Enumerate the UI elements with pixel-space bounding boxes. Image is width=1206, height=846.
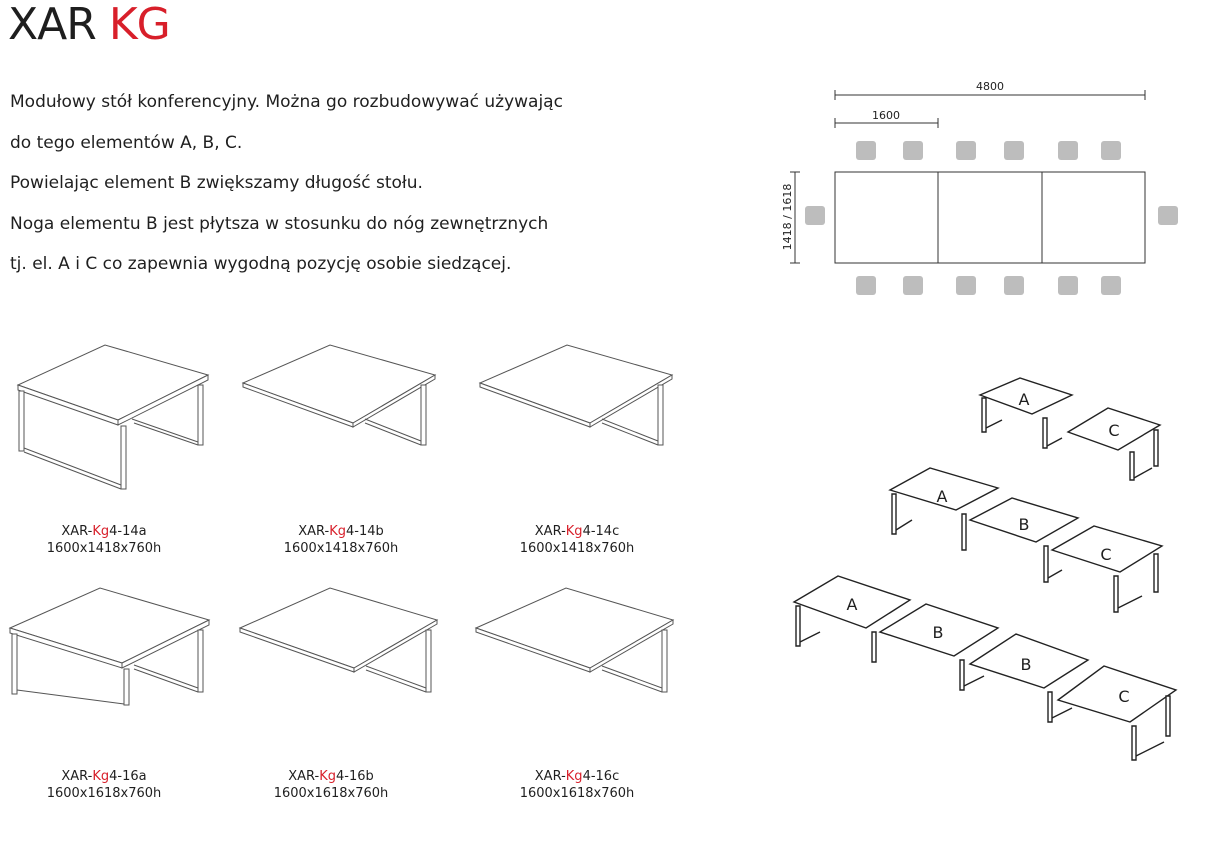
dimension-depth-label: 1418 / 1618 <box>781 184 794 251</box>
module-b-config2 <box>968 497 1080 583</box>
product-dimensions: 1600x1418x760h <box>283 541 399 556</box>
chair-seat <box>1058 276 1078 295</box>
product-code: XAR-Kg4-14b <box>298 524 384 539</box>
chair-seat <box>1004 276 1024 295</box>
module-b-config3 <box>878 603 1000 691</box>
description-line: tj. el. A i C co zapewnia wygodną pozycj… <box>10 254 512 274</box>
product-code: XAR-Kg4-16b <box>288 769 374 784</box>
product-drawing-a-16 <box>8 587 211 706</box>
module-label-c: C <box>1100 545 1111 564</box>
product-dimensions: 1600x1618x760h <box>519 786 635 801</box>
module-a-config1 <box>978 377 1074 449</box>
product-dimensions: 1600x1418x760h <box>519 541 635 556</box>
title-prefix: XAR <box>8 0 97 50</box>
dimension-module-label: 1600 <box>872 109 900 122</box>
module-label-a: A <box>847 595 858 614</box>
module-label-c: C <box>1118 687 1129 706</box>
module-a-config3 <box>792 575 912 663</box>
product-drawing-a-14 <box>16 344 210 490</box>
chair-seat <box>1004 141 1024 160</box>
product-dimensions: 1600x1618x760h <box>46 786 162 801</box>
module-c-config1 <box>1066 407 1162 481</box>
product-drawing-b-16 <box>238 587 439 693</box>
module-label-a: A <box>1019 390 1030 409</box>
module-label-c: C <box>1108 421 1119 440</box>
description-line: Powielając element B zwiększamy długość … <box>10 173 423 193</box>
module-label-b: B <box>933 623 944 642</box>
product-caption-14c: XAR-Kg4-14c 1600x1418x760h <box>477 523 677 557</box>
page-title: XAR KG <box>8 0 171 50</box>
module-label-b: B <box>1021 655 1032 674</box>
product-drawing-c-14 <box>478 344 674 446</box>
product-dimensions: 1600x1418x760h <box>46 541 162 556</box>
module-label-a: A <box>937 487 948 506</box>
product-drawing-c-16 <box>474 587 675 693</box>
product-caption-16b: XAR-Kg4-16b 1600x1618x760h <box>231 768 431 802</box>
chair-seat <box>903 141 923 160</box>
product-caption-14a: XAR-Kg4-14a 1600x1418x760h <box>4 523 204 557</box>
plan-table-outline <box>834 171 1146 264</box>
product-code: XAR-Kg4-16a <box>61 769 147 784</box>
product-dimensions: 1600x1618x760h <box>273 786 389 801</box>
table-top <box>241 344 437 424</box>
chair-seat <box>805 206 825 225</box>
chair-seat <box>856 141 876 160</box>
assembly-configurations: A C A B C A B B C <box>792 377 1178 761</box>
product-caption-16a: XAR-Kg4-16a 1600x1618x760h <box>4 768 204 802</box>
table-top <box>474 587 675 669</box>
chair-seat <box>1101 276 1121 295</box>
chair-seat <box>956 276 976 295</box>
module-c-config3 <box>1056 665 1178 761</box>
chair-seat <box>1101 141 1121 160</box>
chair-seat <box>1158 206 1178 225</box>
chair-seat <box>956 141 976 160</box>
product-code: XAR-Kg4-14c <box>534 524 620 539</box>
table-top <box>238 587 439 669</box>
module-label-b: B <box>1019 515 1030 534</box>
description-line: do tego elementów A, B, C. <box>10 132 243 153</box>
plan-view-diagram: 4800 1600 1418 / 1618 <box>781 80 1178 295</box>
table-top <box>478 344 674 424</box>
table-top <box>8 587 211 664</box>
chair-seat <box>856 276 876 295</box>
description-line: Noga elementu B jest płytsza w stosunku … <box>10 213 549 234</box>
module-c-config2 <box>1050 525 1164 613</box>
product-caption-14b: XAR-Kg4-14b 1600x1418x760h <box>241 523 441 557</box>
table-top <box>16 344 210 421</box>
dimension-total-label: 4800 <box>976 80 1004 93</box>
title-accent: KG <box>108 0 171 50</box>
description: Modułowy stół konferencyjny. Można go ro… <box>10 82 650 285</box>
product-code: XAR-Kg4-14a <box>61 524 147 539</box>
chair-seat <box>1058 141 1078 160</box>
module-b2-config3 <box>968 633 1090 723</box>
module-a-config2 <box>888 467 1000 551</box>
product-code: XAR-Kg4-16c <box>534 769 620 784</box>
chair-seat <box>903 276 923 295</box>
product-drawing-b-14 <box>241 344 437 446</box>
description-line: Modułowy stół konferencyjny. Można go ro… <box>10 92 563 112</box>
product-caption-16c: XAR-Kg4-16c 1600x1618x760h <box>477 768 677 802</box>
